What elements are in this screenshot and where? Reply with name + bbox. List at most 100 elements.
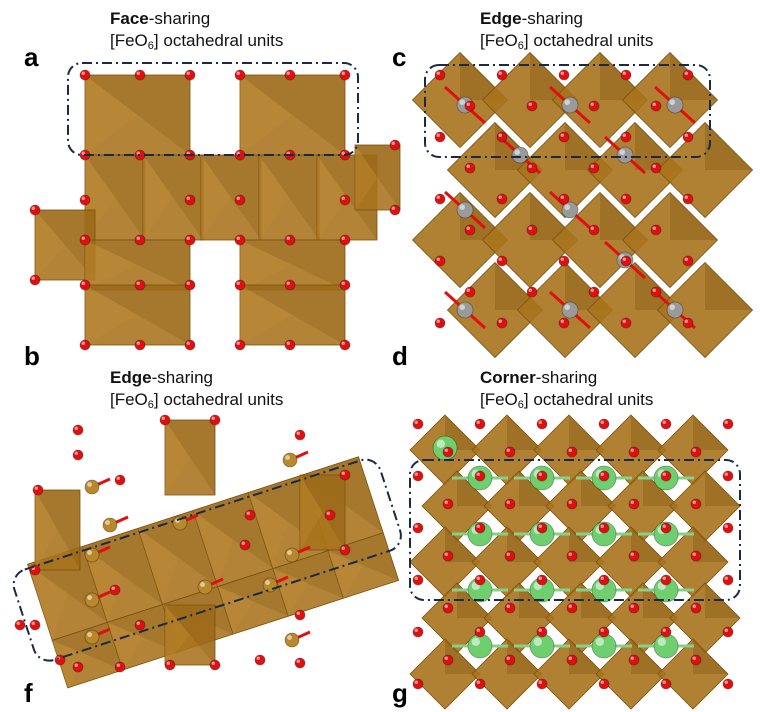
octahedron-mid-2-shade bbox=[201, 155, 261, 240]
oxygen-atom-highlight bbox=[600, 472, 604, 476]
oxygen-atom-highlight bbox=[444, 552, 448, 556]
grey-atom bbox=[456, 201, 474, 219]
octahedron-corner-2-4-shade bbox=[693, 527, 728, 562]
oxygen-atom-highlight bbox=[538, 524, 542, 528]
grey-atom-highlight bbox=[459, 204, 465, 210]
octahedron-corner-0-2-shade bbox=[569, 415, 604, 450]
oxygen-atom-highlight bbox=[136, 621, 140, 625]
structure-corner-sharing bbox=[409, 414, 741, 710]
oxygen-atom-highlight bbox=[116, 663, 120, 667]
oxygen-atom bbox=[558, 255, 570, 267]
oxygen-atom-highlight bbox=[498, 319, 502, 323]
oxygen-atom-highlight bbox=[692, 604, 696, 608]
oxygen-atom bbox=[558, 317, 570, 329]
oxygen-atom bbox=[536, 678, 548, 690]
octahedron-edge-3-0 bbox=[446, 261, 544, 359]
oxygen-atom bbox=[566, 498, 578, 510]
oxygen-atom bbox=[434, 131, 446, 143]
gold-atom-highlight bbox=[87, 550, 93, 555]
oxygen-atom-highlight bbox=[684, 71, 688, 75]
oxygen-atom bbox=[690, 446, 702, 458]
caption-subscript: 6 bbox=[147, 399, 154, 411]
oxygen-atom-highlight bbox=[444, 500, 448, 504]
structure-face-sharing bbox=[29, 62, 401, 351]
caption-units: ] octahedral units bbox=[153, 31, 284, 50]
oxygen-atom-highlight bbox=[161, 416, 165, 420]
oxygen-atom-highlight bbox=[568, 552, 572, 556]
oxygen-atom bbox=[412, 418, 424, 430]
octahedron-lower-0-facet bbox=[85, 240, 138, 290]
oxygen-atom-highlight bbox=[684, 257, 688, 261]
oxygen-atom bbox=[682, 317, 694, 329]
oxygen-atom-highlight bbox=[286, 281, 290, 285]
oxygen-atom bbox=[254, 654, 266, 666]
oxygen-atom bbox=[234, 149, 246, 161]
oxygen-atom bbox=[690, 654, 702, 666]
oxygen-atom bbox=[234, 234, 246, 246]
oxygen-atom bbox=[558, 131, 570, 143]
oxygen-atom bbox=[72, 661, 84, 673]
octahedron-side-left bbox=[34, 489, 81, 571]
oxygen-atom-highlight bbox=[444, 448, 448, 452]
octahedron-bottom-0 bbox=[84, 284, 191, 346]
oxygen-atom-highlight bbox=[630, 500, 634, 504]
oxygen-atom bbox=[536, 418, 548, 430]
oxygen-atom-highlight bbox=[662, 576, 666, 580]
oxygen-atom-highlight bbox=[236, 71, 240, 75]
oxygen-atom-highlight bbox=[31, 621, 35, 625]
oxygen-atom-highlight bbox=[568, 448, 572, 452]
oxygen-atom-highlight bbox=[622, 133, 626, 137]
oxygen-atom-highlight bbox=[652, 164, 656, 168]
grey-atom-highlight bbox=[459, 304, 465, 310]
octahedron-mid-3-shade bbox=[259, 155, 319, 240]
octahedron-lower-1-facet bbox=[240, 240, 293, 290]
oxygen-atom-highlight bbox=[568, 656, 572, 660]
oxygen-atom-highlight bbox=[724, 680, 728, 684]
oxygen-atom bbox=[722, 470, 734, 482]
oxygen-atom bbox=[588, 286, 600, 298]
octahedron-side-right-shade bbox=[300, 475, 345, 550]
oxygen-atom-highlight bbox=[724, 628, 728, 632]
oxygen-atom bbox=[682, 69, 694, 81]
octahedron-bottom-1 bbox=[239, 284, 346, 346]
oxygen-atom-highlight bbox=[590, 288, 594, 292]
oxygen-atom bbox=[14, 619, 26, 631]
oxygen-atom-highlight bbox=[506, 656, 510, 660]
oxygen-atom-highlight bbox=[662, 628, 666, 632]
octahedron-top-1 bbox=[239, 74, 346, 156]
oxygen-atom-highlight bbox=[414, 472, 418, 476]
oxygen-atom-highlight bbox=[590, 226, 594, 230]
oxygen-atom bbox=[209, 414, 221, 426]
octahedron-corner-4-3-shade bbox=[631, 639, 666, 674]
oxygen-atom-highlight bbox=[528, 164, 532, 168]
oxygen-atom-highlight bbox=[692, 448, 696, 452]
oxygen-atom-highlight bbox=[630, 604, 634, 608]
oxygen-atom bbox=[79, 339, 91, 351]
oxygen-atom bbox=[339, 279, 351, 291]
oxygen-atom-highlight bbox=[622, 319, 626, 323]
caption-bold: Corner bbox=[480, 368, 536, 387]
octahedron-chain-lower-3-facet bbox=[217, 586, 254, 635]
grey-atom bbox=[456, 301, 474, 319]
oxygen-atom bbox=[722, 626, 734, 638]
gold-atom bbox=[84, 592, 100, 608]
oxygen-atom bbox=[496, 317, 508, 329]
oxygen-atom-highlight bbox=[186, 196, 190, 200]
oxygen-atom-highlight bbox=[211, 661, 215, 665]
oxygen-atom bbox=[650, 286, 662, 298]
oxygen-atom-highlight bbox=[528, 226, 532, 230]
octahedron-chain-2-shade bbox=[137, 510, 218, 587]
oxygen-atom-highlight bbox=[652, 288, 656, 292]
oxygen-atom bbox=[29, 274, 41, 286]
oxygen-atom-highlight bbox=[528, 288, 532, 292]
oxygen-atom bbox=[412, 678, 424, 690]
oxygen-atom bbox=[526, 286, 538, 298]
green-atom bbox=[653, 633, 679, 659]
oxygen-atom bbox=[504, 550, 516, 562]
oxygen-atom bbox=[29, 204, 41, 216]
panel-letter-b: b bbox=[24, 341, 40, 371]
oxygen-atom bbox=[184, 69, 196, 81]
oxygen-atom bbox=[234, 339, 246, 351]
oxygen-atom bbox=[109, 584, 121, 596]
oxygen-atom bbox=[496, 69, 508, 81]
